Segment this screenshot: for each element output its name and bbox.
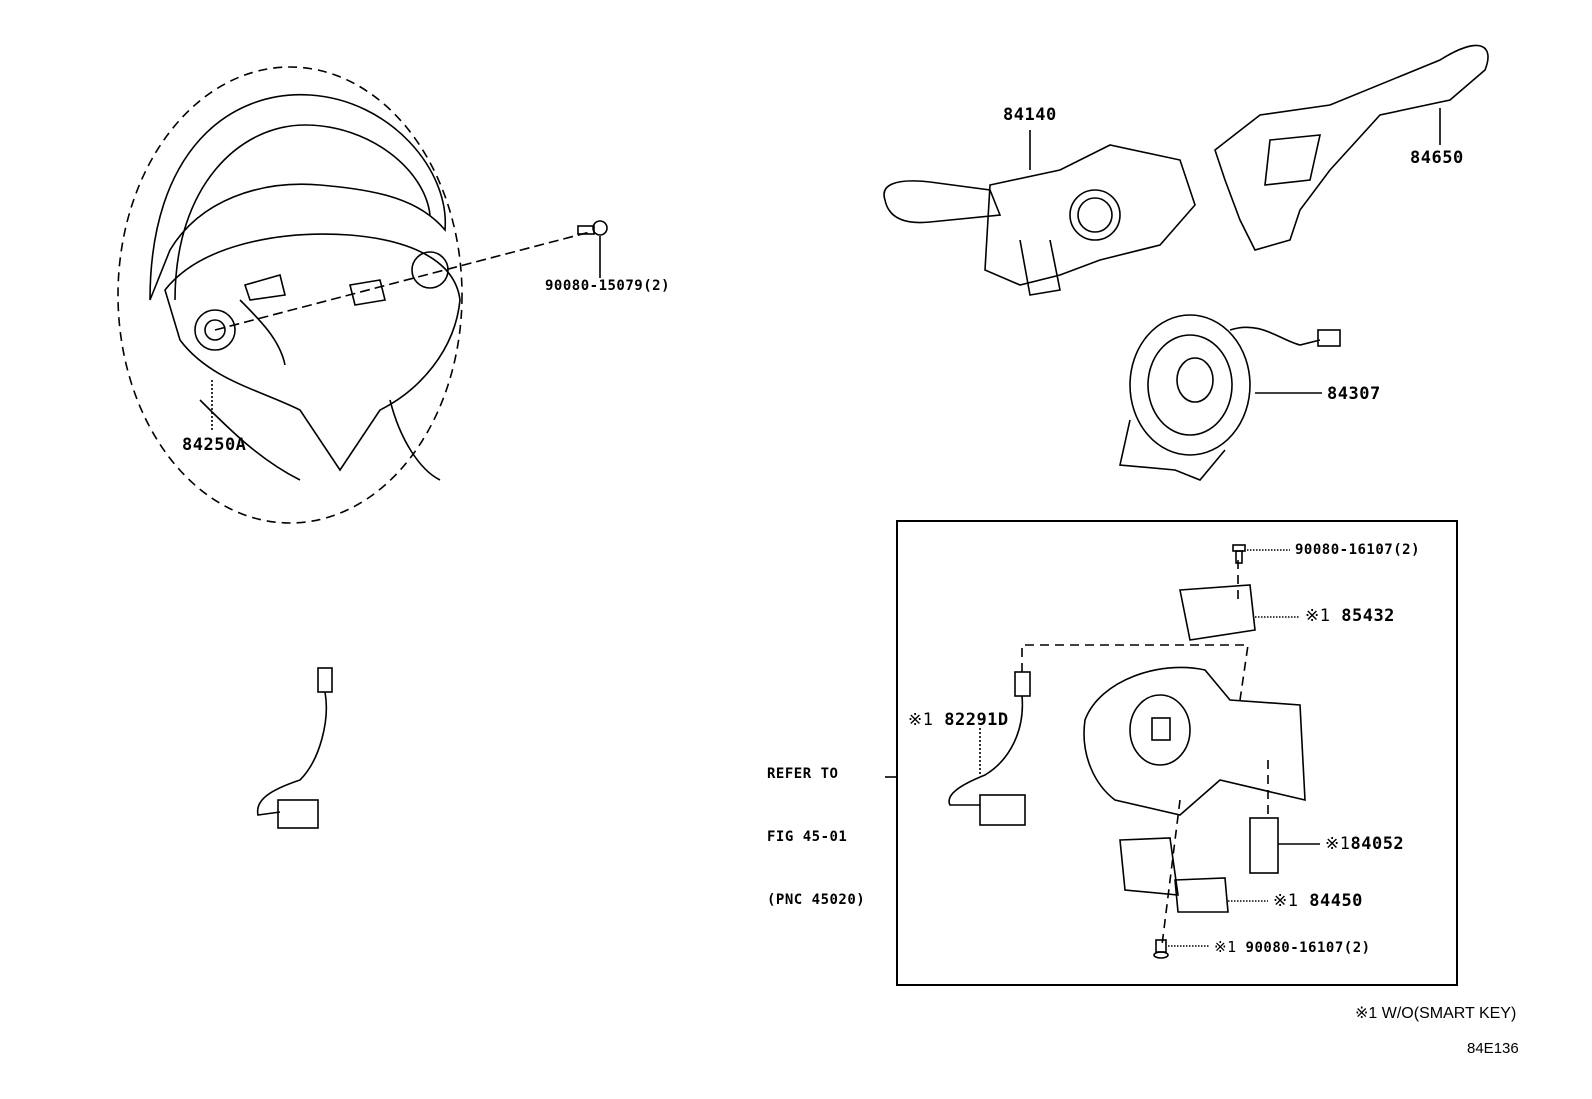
reference-line-3: (PNC 45020) <box>767 892 866 908</box>
reference-line-1: REFER TO <box>767 766 839 782</box>
part-label-90080-16107-bottom[interactable]: ※1 90080-16107(2) <box>1214 938 1371 956</box>
wire-82291D-illustration <box>948 671 1031 826</box>
screw-top-icon <box>1232 544 1246 564</box>
screw-dash-line <box>214 231 591 331</box>
ignition-assembly-illustration <box>256 584 1306 913</box>
part-label-84052[interactable]: ※184052 <box>1325 834 1405 854</box>
part-label-90080-15079[interactable]: 90080-15079(2) <box>545 278 671 294</box>
screw-bottom-dash <box>1161 799 1181 946</box>
ignition-group-box <box>896 520 1458 986</box>
part-label-90080-16107-top[interactable]: 90080-16107(2) <box>1295 542 1421 558</box>
headlight-switch-illustration <box>883 144 1196 296</box>
note-mark: ※1 <box>1214 938 1237 956</box>
wiper-switch-illustration <box>1214 44 1489 251</box>
note-mark: ※1 <box>1305 606 1331 626</box>
assembly-dash-line <box>1021 644 1249 701</box>
reference-note[interactable]: REFER TO FIG 45-01 (PNC 45020) <box>767 722 865 932</box>
steering-wheel-illustration <box>117 66 463 524</box>
illustration-code: 84E136 <box>1467 1040 1519 1057</box>
part-label-84650[interactable]: 84650 <box>1410 148 1464 168</box>
part-label-84450[interactable]: ※1 84450 <box>1273 891 1363 911</box>
part-label-82291D[interactable]: ※1 82291D <box>908 710 1009 730</box>
part-label-84250A[interactable]: 84250A <box>182 435 247 455</box>
note-mark: ※1 <box>1325 834 1351 854</box>
part-label-84140[interactable]: 84140 <box>1003 105 1057 125</box>
note-mark: ※1 <box>1273 891 1299 911</box>
screw-90080-15079-icon <box>577 220 608 236</box>
note-mark: ※1 <box>908 710 934 730</box>
footnote: ※1 W/O(SMART KEY) <box>1355 1005 1517 1022</box>
reference-line-2: FIG 45-01 <box>767 829 848 845</box>
part-label-85432[interactable]: ※1 85432 <box>1305 606 1395 626</box>
spiral-cable-illustration <box>1119 314 1341 481</box>
screw-bottom-icon <box>1153 939 1169 959</box>
part-label-84307[interactable]: 84307 <box>1327 384 1381 404</box>
